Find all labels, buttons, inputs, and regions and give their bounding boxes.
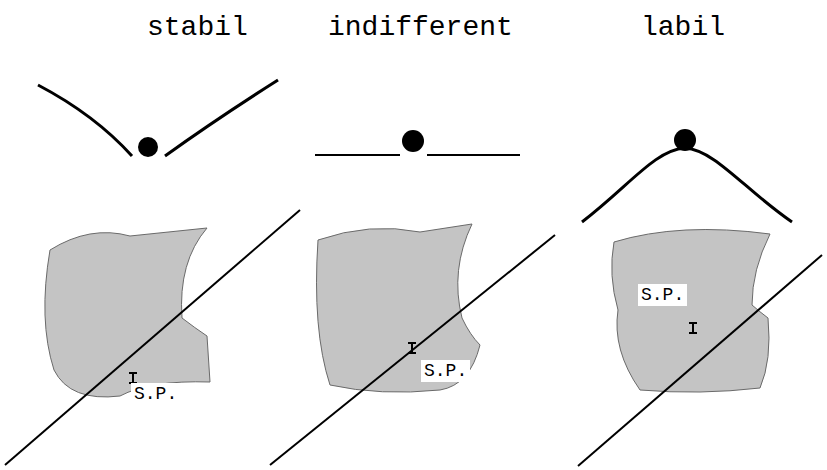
centre-of-gravity-label: S.P. (638, 284, 687, 306)
body-shape: S.P. (570, 200, 827, 470)
body-outline (570, 200, 827, 470)
rotation-axis (270, 235, 555, 465)
body-outline (0, 200, 320, 470)
centre-of-gravity-mark (408, 343, 416, 353)
flat-line (427, 154, 520, 156)
body-shape: S.P. (0, 200, 320, 470)
ball (138, 137, 158, 157)
rotation-axis (5, 210, 300, 465)
rotation-axis (578, 255, 822, 466)
column-heading: stabil (147, 12, 248, 43)
body-shape: S.P. (260, 200, 570, 470)
body-fill (317, 224, 481, 392)
body-outline (260, 200, 570, 470)
valley-curve-right (165, 80, 278, 156)
ball (402, 130, 424, 152)
ball (674, 129, 696, 151)
column-heading: indifferent (328, 12, 513, 43)
centre-of-gravity-mark (129, 373, 137, 383)
centre-of-gravity-mark (689, 323, 697, 333)
hill-curve (582, 148, 792, 222)
flat-line (315, 154, 400, 156)
body-fill (45, 228, 210, 397)
centre-of-gravity-label: S.P. (421, 360, 470, 382)
column-heading: labil (641, 12, 725, 43)
centre-of-gravity-label: S.P. (131, 383, 180, 405)
valley-curve-left (38, 85, 132, 156)
